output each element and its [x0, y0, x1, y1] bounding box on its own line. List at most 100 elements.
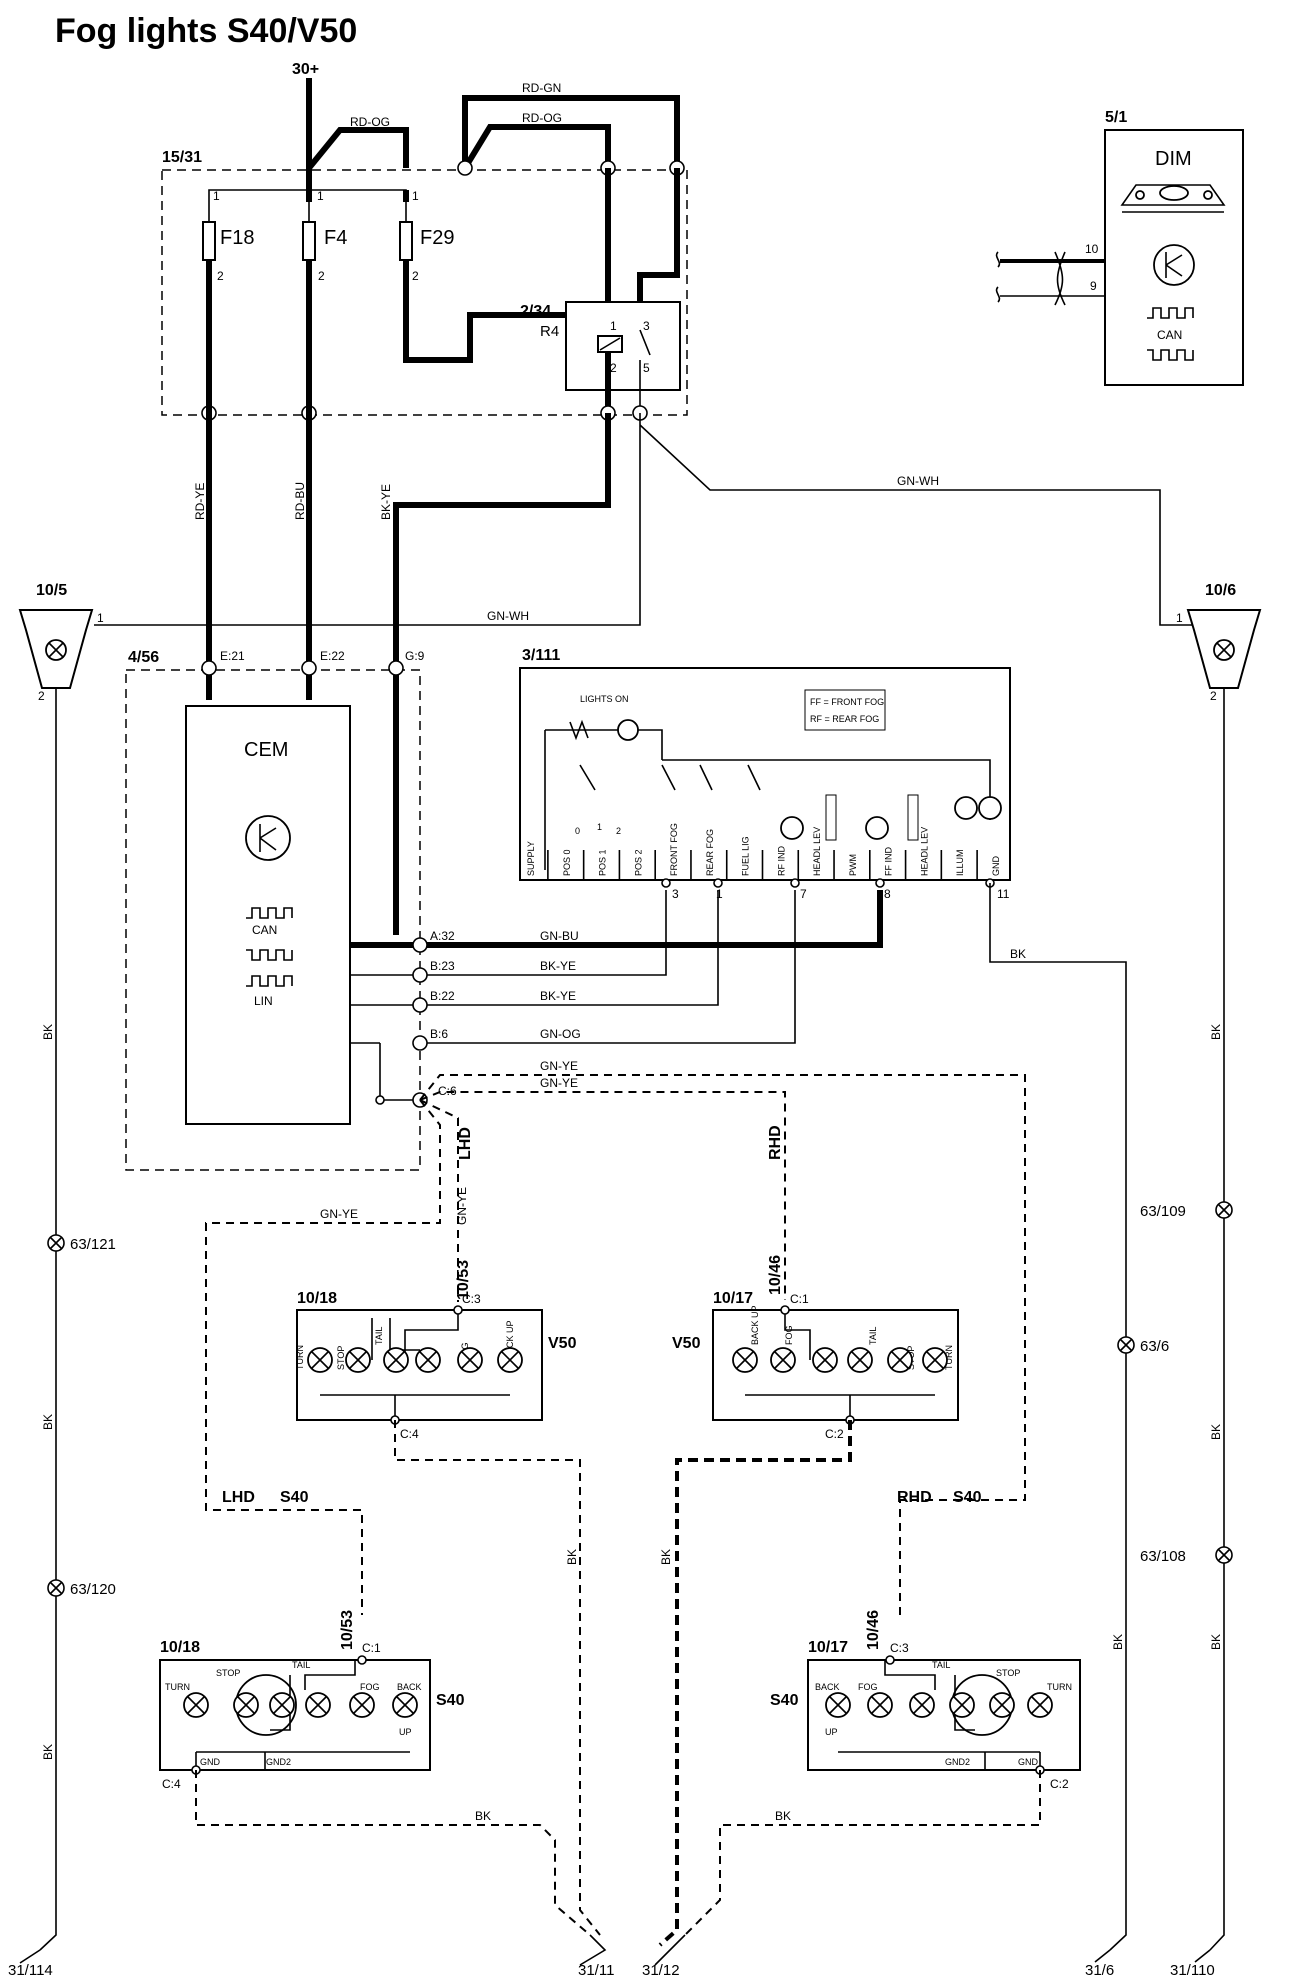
wire-rd-og-2: RD-OG: [522, 111, 562, 125]
svg-text:2: 2: [1210, 689, 1217, 703]
wire-gn-og: GN-OG: [540, 1027, 581, 1041]
rd-og-relay-wire: [462, 124, 611, 170]
fuse-f18: 1 2 F18: [202, 189, 254, 283]
fuse-f29-label: F29: [420, 227, 454, 249]
v50-right-ground: [658, 1420, 852, 1947]
fusebox-outline: [161, 169, 688, 416]
svg-text:1: 1: [213, 189, 220, 203]
bulb-cross: [829, 1696, 847, 1714]
wire-gn-ye-3: GN-YE: [320, 1207, 358, 1221]
switch-column-label: POS 2: [633, 849, 643, 876]
switch-lights-on: LIGHTS ON: [580, 694, 629, 704]
supply-label: 30+: [292, 61, 319, 78]
svg-text:C:1: C:1: [790, 1292, 809, 1306]
svg-text:E:21: E:21: [220, 649, 245, 663]
svg-text:8: 8: [884, 887, 891, 901]
wire-gn-ye-1: GN-YE: [540, 1059, 578, 1073]
svg-text:1: 1: [412, 189, 419, 203]
svg-text:1: 1: [317, 189, 324, 203]
wire-gn-bu: GN-BU: [540, 929, 579, 943]
svg-text:TURN: TURN: [944, 1345, 954, 1370]
svg-text:BACK UP: BACK UP: [505, 1320, 515, 1360]
svg-text:31/6: 31/6: [1085, 1962, 1114, 1979]
cem-lin: LIN: [254, 994, 273, 1008]
s40-left-variant: LHD: [222, 1489, 255, 1506]
wire-rd-gn: RD-GN: [522, 81, 561, 95]
cem-name: CEM: [244, 739, 288, 761]
svg-text:BK: BK: [775, 1809, 791, 1823]
switch-column-label: SUPPLY: [526, 841, 536, 876]
bulb-cross: [311, 1351, 329, 1369]
svg-text:63/108: 63/108: [1140, 1548, 1186, 1565]
svg-text:C:4: C:4: [162, 1777, 181, 1791]
dim-can: CAN: [1157, 328, 1182, 342]
dim-module: 5/1 DIM CAN 10 9: [995, 109, 1244, 386]
rd-gn-wire: [462, 95, 680, 168]
svg-text:2: 2: [217, 269, 224, 283]
svg-text:TURN: TURN: [295, 1345, 305, 1370]
svg-text:1: 1: [1176, 611, 1183, 625]
dim-name: DIM: [1155, 148, 1192, 170]
wire-rd-ye: RD-YE: [193, 483, 207, 520]
switch-column-label: FF IND: [884, 847, 894, 876]
switch-id: 3/111: [522, 647, 560, 664]
switch-column-label: RF IND: [776, 846, 786, 876]
svg-text:1: 1: [610, 319, 617, 333]
svg-text:9: 9: [1090, 279, 1097, 293]
switch-column-label: POS 0: [562, 849, 572, 876]
ground-31-6: 31/6: [1085, 1949, 1114, 1979]
bulb-cross: [851, 1351, 869, 1369]
gn-wh-left: [94, 413, 641, 626]
svg-text:G:9: G:9: [405, 649, 425, 663]
svg-text:UP: UP: [399, 1727, 412, 1737]
switch-ground-wire: [989, 883, 1127, 1951]
svg-text:GND: GND: [200, 1757, 221, 1767]
bulb-cross: [871, 1696, 889, 1714]
svg-text:UP: UP: [825, 1727, 838, 1737]
wire-bk-switch: BK: [1010, 947, 1026, 961]
bulb-cross: [953, 1696, 971, 1714]
svg-text:7: 7: [800, 887, 807, 901]
svg-text:2: 2: [610, 361, 617, 375]
switch-legend-rf: RF = REAR FOG: [810, 714, 879, 724]
left-ground-wire: [39, 688, 57, 1951]
bulb-cross: [913, 1696, 931, 1714]
svg-text:E:22: E:22: [320, 649, 345, 663]
svg-text:BK: BK: [1111, 1634, 1125, 1650]
svg-text:C:2: C:2: [825, 1427, 844, 1441]
s40-left-variant-model: S40: [280, 1489, 309, 1506]
svg-text:BACK UP: BACK UP: [750, 1305, 760, 1345]
bulb-cross: [736, 1351, 754, 1369]
svg-text:C:2: C:2: [1050, 1777, 1069, 1791]
relay-id: 2/34: [520, 303, 551, 320]
v50-right-id: 10/17: [713, 1290, 753, 1307]
wire-bk-ye-v: BK-YE: [379, 484, 393, 520]
svg-text:GND2: GND2: [945, 1757, 970, 1767]
splice-63-6: 63/6: [1117, 1336, 1169, 1355]
fuse-f4-label: F4: [324, 227, 347, 249]
bulb-cross: [461, 1351, 479, 1369]
bulb-cross: [816, 1351, 834, 1369]
ground-31-110: 31/110: [1170, 1949, 1215, 1979]
front-fog-right: 10/6 1 2: [1176, 582, 1262, 703]
svg-text:1: 1: [716, 887, 723, 901]
svg-text:STOP: STOP: [996, 1668, 1020, 1678]
svg-text:11: 11: [997, 887, 1010, 901]
s40-left-id: 10/18: [160, 1639, 200, 1656]
relay-name: R4: [540, 323, 559, 340]
bulb-cross: [993, 1696, 1011, 1714]
svg-text:GND2: GND2: [266, 1757, 291, 1767]
gn-bu-wire: [350, 890, 883, 948]
wire-gn-ye-lhd: GN-YE: [455, 1187, 469, 1225]
svg-text:TAIL: TAIL: [868, 1327, 878, 1345]
wire-bk-ye-2: BK-YE: [540, 989, 576, 1003]
svg-text:FOG: FOG: [784, 1326, 794, 1346]
svg-text:31/110: 31/110: [1170, 1962, 1215, 1979]
wire-gn-wh-1: GN-WH: [897, 474, 939, 488]
switch-legend-ff: FF = FRONT FOG: [810, 697, 884, 707]
gn-wh-right: [639, 424, 1195, 626]
ground-31-12: 31/12: [642, 1934, 686, 1979]
svg-text:63/109: 63/109: [1140, 1203, 1186, 1220]
svg-text:BK: BK: [41, 1024, 55, 1040]
s40-left-model: S40: [436, 1692, 465, 1709]
